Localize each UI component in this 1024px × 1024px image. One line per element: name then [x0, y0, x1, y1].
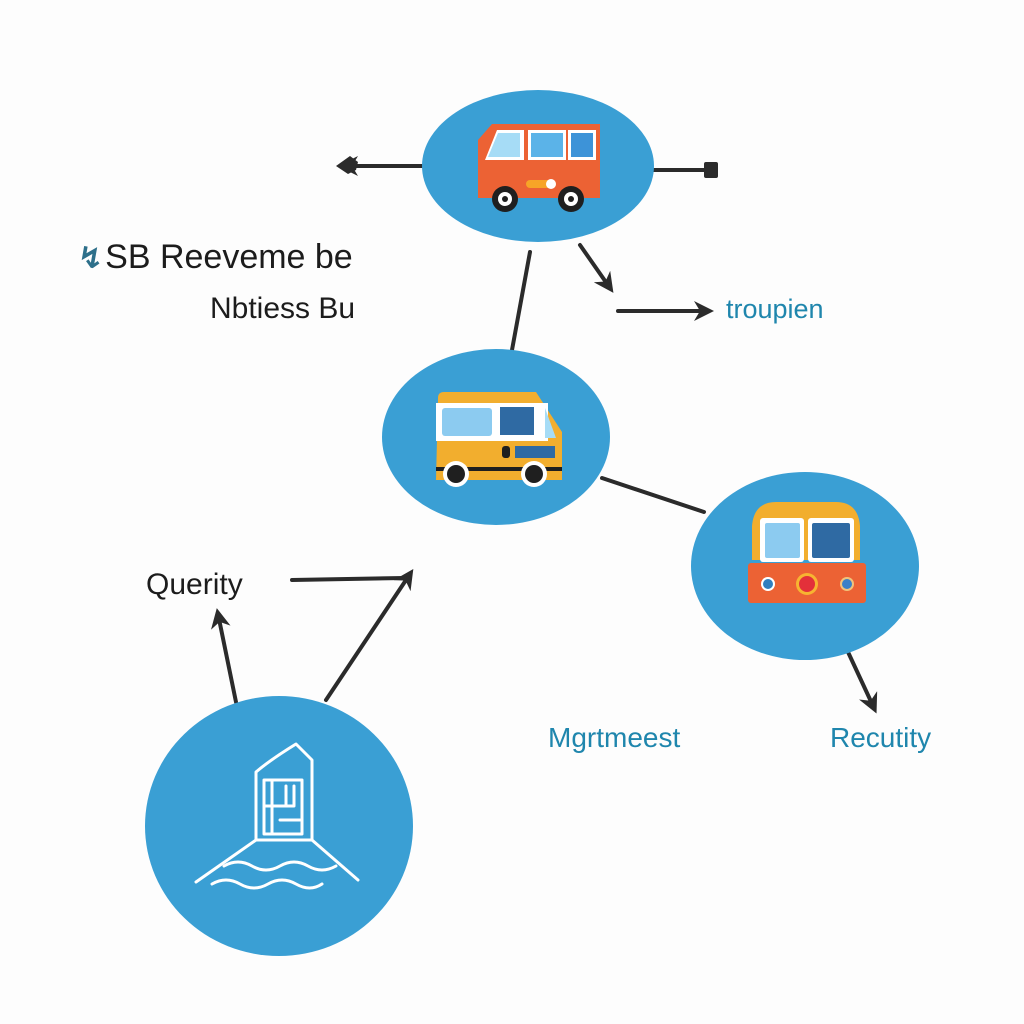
building-water-node[interactable]	[145, 696, 413, 956]
left-arrow-cap-icon	[336, 156, 358, 174]
connector-train-down-arrow	[846, 650, 878, 714]
yellow-bus-node[interactable]	[382, 349, 610, 525]
title-line-2: Nbtiess Bu	[210, 292, 356, 325]
recutity-label: Recutity	[830, 722, 932, 753]
management-label: Mgrtmeest	[548, 722, 681, 753]
connector-bus-to-train	[600, 476, 706, 514]
troupien-label: troupien	[726, 294, 824, 324]
orange-van-node[interactable]	[422, 90, 654, 242]
train-icon	[748, 502, 866, 603]
building-on-water-icon	[194, 742, 360, 890]
connector-building-to-query-arrow	[324, 569, 414, 702]
train-front-node[interactable]	[691, 472, 919, 660]
connector-building-up-arrow	[211, 608, 238, 704]
connector-van-to-bus	[510, 250, 532, 352]
van-icon	[478, 124, 600, 212]
connectors	[211, 156, 878, 714]
bus-icon	[436, 392, 562, 487]
right-square-cap-icon	[704, 162, 718, 178]
bolt-icon: ↯	[78, 242, 104, 275]
connector-van-down-arrow	[578, 243, 614, 293]
connector-query-arrow	[290, 576, 406, 582]
query-label: Querity	[146, 568, 243, 601]
title-line-1-text: SB Reeveme be	[105, 238, 353, 276]
title-line-1: ↯SB Reeveme be	[78, 238, 353, 277]
